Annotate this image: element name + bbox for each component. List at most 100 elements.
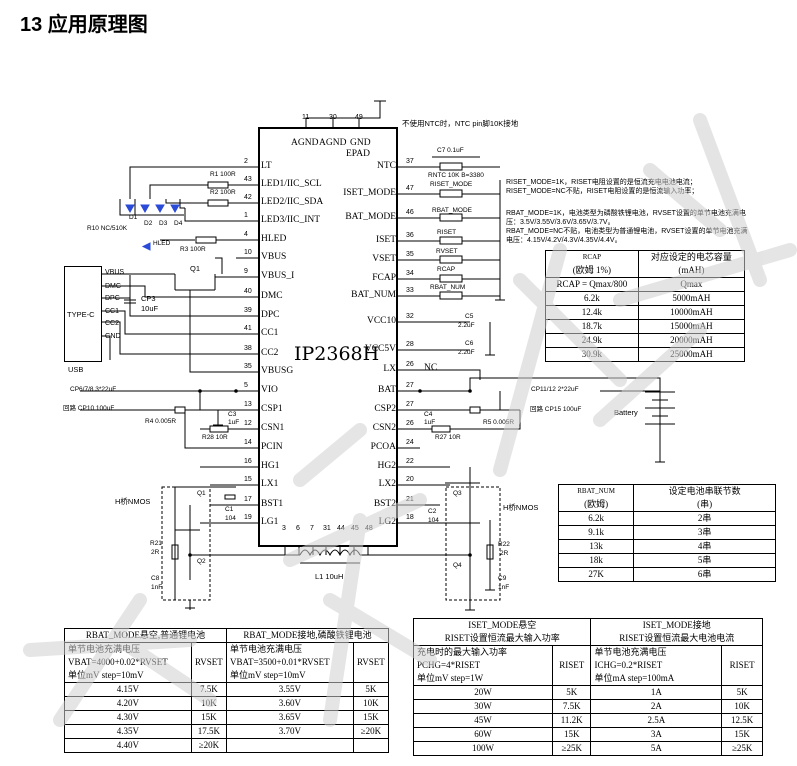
table-cell: 10K xyxy=(352,696,390,711)
bat-header-a: RBAT_MODE悬空,普通锂电池 xyxy=(64,628,227,643)
r1-label: R1 100R xyxy=(210,171,236,178)
left-pin-label: LED2/IIC_SDA xyxy=(261,197,324,207)
right-pin-number: 46 xyxy=(406,209,414,216)
right-pin-label: VSET xyxy=(372,254,396,264)
usb-pin-dpc: DPC xyxy=(105,295,120,302)
r28-label: R28 10R xyxy=(202,434,228,441)
cp15-label: 回路 CP15 100uF xyxy=(530,406,582,413)
table-cell: 4.15V xyxy=(64,682,192,697)
table-cell: 5000mAH xyxy=(637,291,746,306)
right-pin-number: 21 xyxy=(406,496,414,503)
left-pin-number: 2 xyxy=(244,158,248,165)
top-pin-49: 49 xyxy=(355,114,363,121)
left-pin-number: 14 xyxy=(244,439,252,446)
bottom-pin-number: 3 xyxy=(282,525,286,532)
right-pin-number: 26 xyxy=(406,420,414,427)
bottom-pin-number: 48 xyxy=(365,525,373,532)
table-cell: 2A xyxy=(590,699,723,714)
riset-mode-label: RISET_MODE xyxy=(430,181,473,188)
c3-value: 1uF xyxy=(228,419,240,426)
left-pin-number: 15 xyxy=(244,476,252,483)
table-cell: 3串 xyxy=(633,525,776,540)
table-cell: 3.65V xyxy=(225,710,354,725)
cp10-label: 回路 CP10 100uF xyxy=(63,405,115,412)
bottom-pin-number: 45 xyxy=(351,525,359,532)
right-pin-number: 27 xyxy=(406,382,414,389)
r21-value: 2R xyxy=(151,549,160,556)
left-pin-number: 17 xyxy=(244,496,252,503)
r5-label: R5 0.005R xyxy=(483,419,515,426)
right-pin-number: 36 xyxy=(406,232,414,239)
typec-label: TYPE-C xyxy=(67,310,95,319)
right-pin-number: 47 xyxy=(406,185,414,192)
usb-pin-gnd: GND xyxy=(105,333,121,340)
left-pin-number: 5 xyxy=(244,382,248,389)
hbridge-left-label: H桥NMOS xyxy=(115,497,151,506)
r22-value: 2R xyxy=(500,550,509,557)
left-pin-label: LG1 xyxy=(261,517,279,527)
table-cell: 1A xyxy=(590,685,723,700)
table-cell: 9.1k xyxy=(557,525,635,540)
usb-typec-connector xyxy=(64,266,102,362)
table-cell: 30W xyxy=(413,699,553,714)
table-cell: 4.30V xyxy=(64,710,192,725)
table-cell: 17.5K xyxy=(190,724,227,739)
left-pin-label: DMC xyxy=(261,291,283,301)
q2-label: Q2 xyxy=(197,558,206,565)
left-pin-label: VBUS xyxy=(261,252,287,262)
r21-label: R21 xyxy=(150,540,162,547)
left-pin-number: 19 xyxy=(244,514,252,521)
right-pin-number: 22 xyxy=(406,458,414,465)
left-pin-number: 35 xyxy=(244,363,252,370)
rbat-num-label: RBAT_NUM xyxy=(430,284,466,291)
left-pin-label: VIO xyxy=(261,385,278,395)
right-pin-label: NTC xyxy=(377,161,396,171)
table-cell: ≥25K xyxy=(551,741,592,756)
table-cell xyxy=(352,738,390,753)
left-pin-label: CSN1 xyxy=(261,423,285,433)
top-pin-11: 11 xyxy=(302,114,310,121)
nc-label: NC xyxy=(424,363,438,373)
ntc-note: 不使用NTC时，NTC pin脚10K接地 xyxy=(402,119,519,128)
table-cell: 4.40V xyxy=(64,738,192,753)
cp3-label: CP3 xyxy=(141,294,156,303)
q4-label: Q4 xyxy=(453,562,462,569)
table-cell: 10K xyxy=(721,699,763,714)
hled-label: HLED xyxy=(153,240,171,247)
table-cell: 3.60V xyxy=(225,696,354,711)
table-cell: 6串 xyxy=(633,567,776,582)
left-pin-number: 38 xyxy=(244,345,252,352)
rbat-note-3: RBAT_MODE=NC不贴，电池类型为普通锂电池，RVSET设置的单节电池充满 xyxy=(506,228,748,235)
usb-pin-cc1: CC1 xyxy=(105,308,120,315)
usb-pin-dmc: DMC xyxy=(105,283,121,290)
table-cell: 10K xyxy=(190,696,227,711)
rcap-header-1: RCAP(欧姆 1%) xyxy=(545,250,639,278)
table-cell: 3A xyxy=(590,727,723,742)
right-pin-label: FCAP xyxy=(372,273,396,283)
usb-label: USB xyxy=(68,365,84,374)
table-cell: 11.2K xyxy=(551,713,592,728)
table-cell: 30.9k xyxy=(545,347,639,362)
right-pin-label: LX2 xyxy=(378,479,396,489)
r3-label: R3 100R xyxy=(180,246,206,253)
right-pin-label: BAT_NUM xyxy=(351,290,396,300)
right-pin-number: 32 xyxy=(406,313,414,320)
d3-label: D3 xyxy=(159,220,168,227)
left-pin-label: LED3/IIC_INT xyxy=(261,215,321,225)
usb-pin-cc2: CC2 xyxy=(105,320,120,327)
r4-label: R4 0.005R xyxy=(145,418,177,425)
right-pin-number: 35 xyxy=(406,251,414,258)
r2-label: R2 100R xyxy=(210,189,236,196)
right-pin-label: CSP2 xyxy=(374,404,396,414)
left-pin-label: LX1 xyxy=(261,479,279,489)
rbat-mode-label: RBAT_MODE xyxy=(432,207,472,214)
c9-value: 1nF xyxy=(498,584,510,591)
